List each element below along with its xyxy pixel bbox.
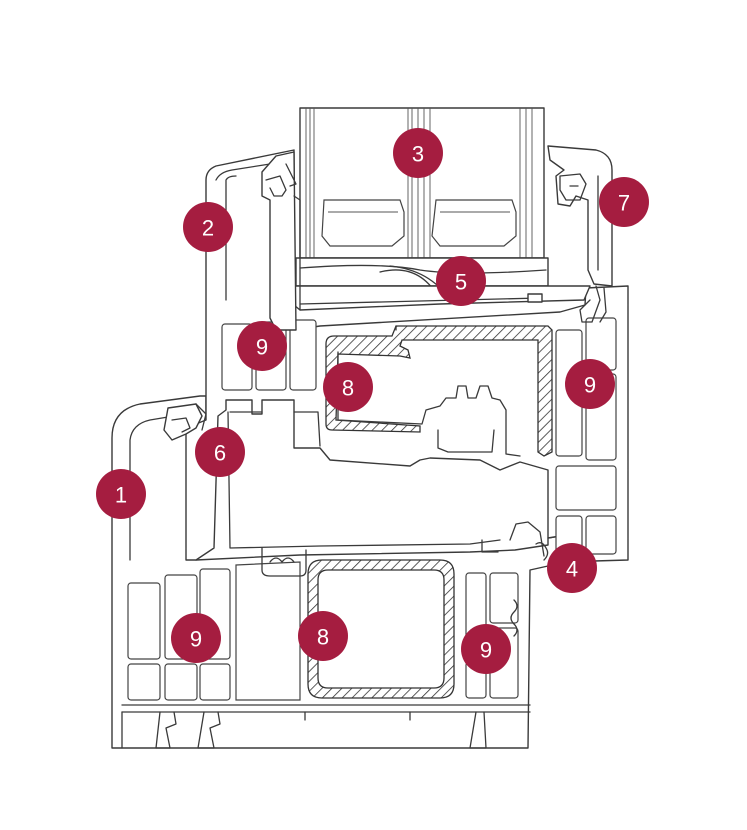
callout-marker-label: 9 xyxy=(256,335,268,360)
callout-marker-label: 9 xyxy=(190,627,202,652)
callout-marker-m9c: 9 xyxy=(171,613,221,663)
callout-marker-circle xyxy=(565,359,615,409)
callout-marker-label: 3 xyxy=(412,142,424,167)
callout-marker-label: 7 xyxy=(618,191,630,216)
callout-marker-m5: 5 xyxy=(436,256,486,306)
callout-marker-circle xyxy=(183,202,233,252)
callout-marker-m3: 3 xyxy=(393,128,443,178)
callout-markers: 1 2 3 4 5 6 7 8 8 9 9 9 9 xyxy=(96,128,649,674)
callout-marker-label: 6 xyxy=(214,441,226,466)
right-glazing-bead xyxy=(547,145,613,323)
callout-marker-m6: 6 xyxy=(195,427,245,477)
callout-marker-circle xyxy=(393,128,443,178)
callout-marker-circle xyxy=(96,469,146,519)
glazing-unit xyxy=(299,107,545,259)
glazing-gasket xyxy=(287,257,591,311)
frame-seal-left xyxy=(163,403,207,441)
callout-marker-circle xyxy=(171,613,221,663)
callout-marker-circle xyxy=(599,177,649,227)
callout-marker-m4: 4 xyxy=(547,543,597,593)
steel-reinforcement-sash xyxy=(325,325,553,457)
callout-marker-m9a: 9 xyxy=(237,321,287,371)
callout-marker-m9d: 9 xyxy=(461,624,511,674)
callout-marker-circle xyxy=(323,362,373,412)
callout-marker-circle xyxy=(436,256,486,306)
callout-marker-label: 4 xyxy=(566,557,578,582)
callout-marker-m2: 2 xyxy=(183,202,233,252)
callout-marker-m9b: 9 xyxy=(565,359,615,409)
callout-marker-label: 2 xyxy=(202,216,214,241)
callout-marker-label: 9 xyxy=(480,638,492,663)
callout-marker-m8b: 8 xyxy=(298,611,348,661)
callout-marker-circle xyxy=(195,427,245,477)
callout-marker-label: 1 xyxy=(115,483,127,508)
callout-marker-circle xyxy=(237,321,287,371)
callout-marker-m8a: 8 xyxy=(323,362,373,412)
callout-marker-label: 9 xyxy=(584,373,596,398)
steel-reinforcement-bottom xyxy=(307,559,455,699)
callout-marker-circle xyxy=(547,543,597,593)
callout-marker-label: 5 xyxy=(455,270,467,295)
callout-marker-label: 8 xyxy=(342,376,354,401)
callout-marker-label: 8 xyxy=(317,625,329,650)
callout-marker-m1: 1 xyxy=(96,469,146,519)
left-glazing-bead xyxy=(261,151,301,331)
callout-marker-circle xyxy=(461,624,511,674)
callout-marker-m7: 7 xyxy=(599,177,649,227)
callout-marker-circle xyxy=(298,611,348,661)
